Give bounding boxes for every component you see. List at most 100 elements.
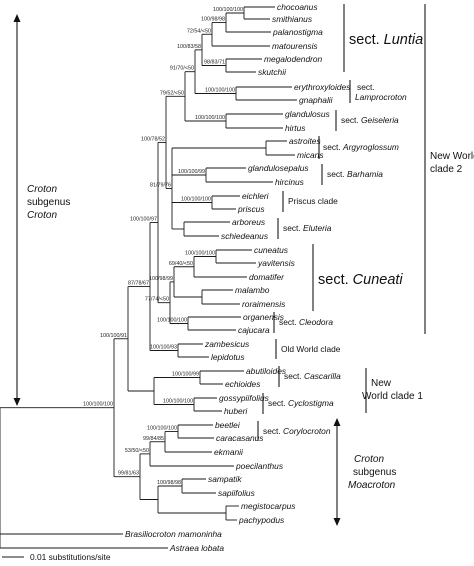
taxon-erythroxyloides: erythroxyloides <box>294 82 351 92</box>
taxon-skutchii: skutchii <box>258 67 287 77</box>
support-value: 69/40/<50 <box>169 261 193 267</box>
section-luntia-prefix: sect. <box>349 32 380 48</box>
taxon-roraimensis: roraimensis <box>242 299 286 309</box>
subgenus-croton-line2: subgenus <box>27 197 70 208</box>
taxon-matourensis: matourensis <box>272 41 318 51</box>
subgenus-moacroton-arrowhead-bottom-icon <box>333 518 341 526</box>
support-value: 100/100/100 <box>83 402 113 408</box>
support-value: 100/98/98 <box>157 480 181 486</box>
section-luntia: sect. Luntia <box>349 32 423 48</box>
support-value: 91/70/<50 <box>170 66 194 72</box>
support-value: 100/100/100 <box>147 426 177 432</box>
support-value: 100/98/98 <box>201 17 225 23</box>
section-argyroglossum-prefix: sect. <box>323 142 341 152</box>
taxon-hirtus: hirtus <box>285 123 306 133</box>
support-value: 100/100/99 <box>178 169 205 175</box>
subgenus-moacroton-arrowhead-top-icon <box>333 418 341 426</box>
support-value: 77/74/<50 <box>145 297 169 303</box>
support-value: 100/98/99 <box>149 276 173 282</box>
support-value: 87/78/67 <box>128 281 149 287</box>
taxon-astroites: astroites <box>289 136 321 146</box>
section-cuneati: sect. Cuneati <box>318 272 403 288</box>
support-value: 100/100/100 <box>185 251 215 257</box>
annotations: sect. Luntia sect. Lamprocroton sect. Ge… <box>2 4 474 562</box>
taxon-gnaphalii: gnaphalii <box>299 95 334 105</box>
taxon-cajucara: cajucara <box>238 325 270 335</box>
section-cuneati-name: Cuneati <box>353 272 404 288</box>
taxon-smithianus: smithianus <box>272 14 313 24</box>
support-value: 100/100/100 <box>195 115 225 121</box>
section-cascarilla: sect. Cascarilla <box>284 371 341 381</box>
subgenus-moacroton-line1: Croton <box>354 454 384 465</box>
section-geiseleria: sect. Geiseleria <box>341 115 399 125</box>
taxon-astraea: Astraea lobata <box>169 543 224 553</box>
support-value: 79/52/<50 <box>160 90 184 96</box>
support-value: 81/79/76 <box>150 183 171 189</box>
scale-label: 0.01 substitutions/site <box>30 552 111 562</box>
support-value: 72/54/<50 <box>187 28 211 34</box>
section-cleodora-prefix: sect. <box>279 317 297 327</box>
taxon-megalodendron: megalodendron <box>264 54 323 64</box>
subgenus-moacroton-line2: subgenus <box>353 467 396 478</box>
taxon-glandulosus: glandulosus <box>285 109 331 119</box>
section-geiseleria-prefix: sect. <box>341 115 359 125</box>
section-geiseleria-name: Geiseleria <box>361 115 399 125</box>
taxon-yavitensis: yavitensis <box>257 258 296 268</box>
taxon-pachypodus: pachypodus <box>238 515 285 525</box>
taxon-glandulosepalus: glandulosepalus <box>248 163 309 173</box>
taxon-echioides: echioides <box>225 379 261 389</box>
subgenus-croton-arrowhead-top-icon <box>13 14 21 22</box>
subgenus-croton-line3: Croton <box>27 210 57 221</box>
support-values: 100/100/100 100/98/98 72/54/<50 98/83/71 100… <box>83 7 243 486</box>
section-cleodora: sect. Cleodora <box>279 317 333 327</box>
subgenus-croton-line1: Croton <box>27 184 57 195</box>
section-barhamia-prefix: sect. <box>327 169 345 179</box>
section-luntia-name: Luntia <box>384 32 424 48</box>
section-lamprocroton-prefix: sect. <box>357 82 375 92</box>
taxon-micans: micans <box>297 150 324 160</box>
support-value: 100/100/97 <box>130 217 157 223</box>
support-value: 99/84/85 <box>143 436 164 442</box>
new-world-clade-1-line2: World clade 1 <box>362 391 423 402</box>
section-cascarilla-prefix: sect. <box>284 371 302 381</box>
taxon-abutiloides: abutiloides <box>246 366 287 376</box>
section-cyclostigma-name: Cyclostigma <box>288 398 334 408</box>
support-value: 100/100/100 <box>157 318 187 324</box>
new-world-clade-1-line1: New <box>371 378 392 389</box>
section-corylocroton-name: Corylocroton <box>283 426 331 436</box>
taxon-caracasanus: caracasanus <box>216 433 264 443</box>
section-cuneati-prefix: sect. <box>318 272 349 288</box>
subgenus-croton-arrowhead-bottom-icon <box>13 398 21 406</box>
tree-branches <box>0 6 297 549</box>
taxon-malambo: malambo <box>235 285 270 295</box>
support-value: 98/83/71 <box>204 60 225 66</box>
taxon-chocoanus: chocoanus <box>277 2 318 12</box>
section-cleodora-name: Cleodora <box>299 317 333 327</box>
new-world-clade-2-line2: clade 2 <box>430 164 463 175</box>
section-eluteria-prefix: sect. <box>283 223 301 233</box>
taxon-lepidotus: lepidotus <box>211 352 245 362</box>
taxon-hircinus: hircinus <box>275 177 305 187</box>
taxon-sapiifolius: sapiifolius <box>218 488 256 498</box>
support-value: 100/100/93 <box>150 345 177 351</box>
section-eluteria: sect. Eluteria <box>283 223 332 233</box>
section-barhamia: sect. Barhamia <box>327 169 383 179</box>
taxon-domatifer: domatifer <box>249 272 285 282</box>
taxon-megistocarpus: megistocarpus <box>241 501 296 511</box>
new-world-clade-2-line1: New World <box>430 151 474 162</box>
taxon-gossypiifolius: gossypiifolius <box>219 393 270 403</box>
taxon-zambesicus: zambesicus <box>204 339 250 349</box>
support-value: 100/100/100 <box>163 399 193 405</box>
subgenus-moacroton-line3: Moacroton <box>348 480 396 491</box>
section-cyclostigma-prefix: sect. <box>268 398 286 408</box>
section-lamprocroton-name: Lamprocroton <box>355 92 407 102</box>
section-oldworld: Old World clade <box>281 344 341 354</box>
taxon-brasiliocroton: Brasiliocroton mamoninha <box>125 529 222 539</box>
taxon-sampatik: sampatik <box>208 474 242 484</box>
support-value: 53/50/<50 <box>125 448 149 454</box>
taxon-cuneatus: cuneatus <box>254 245 289 255</box>
taxon-ekmanii: ekmanii <box>214 447 244 457</box>
taxon-labels: chocoanussmithianuspalanostigmamatourens… <box>125 2 351 553</box>
taxon-poecilanthus: poecilanthus <box>235 461 284 471</box>
